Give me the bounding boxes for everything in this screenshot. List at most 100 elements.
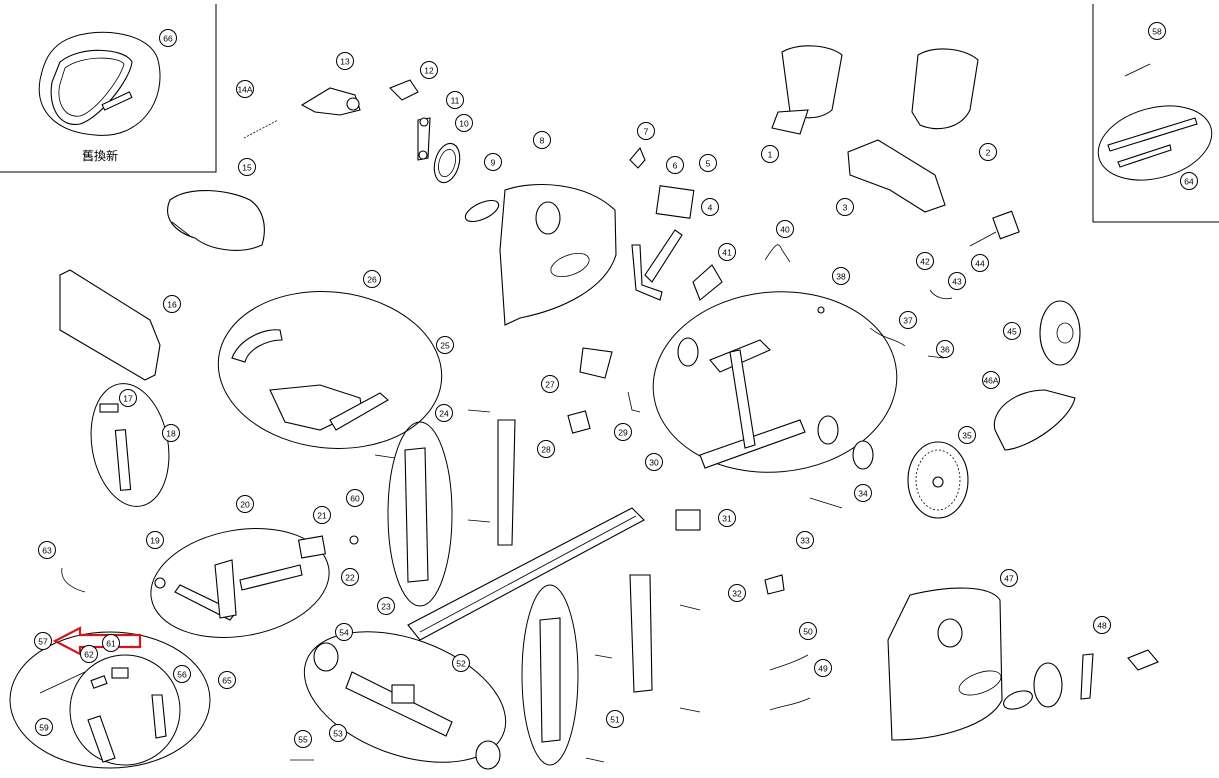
callout-21: 21 <box>313 506 331 524</box>
part-53-tube-group <box>303 631 507 770</box>
callout-label: 22 <box>345 573 355 583</box>
part-60-bolt <box>349 535 359 545</box>
callout-10: 10 <box>455 114 473 132</box>
part-41-cover <box>692 264 723 301</box>
callout-label: 46A <box>983 376 998 386</box>
callout-56: 56 <box>173 665 191 683</box>
callout-label: 32 <box>732 589 742 599</box>
callout-35: 35 <box>958 426 976 444</box>
part-44-sensor <box>969 210 1020 247</box>
callout-6: 6 <box>666 156 684 174</box>
callout-label: 28 <box>541 445 551 455</box>
callout-46a: 46A <box>982 371 1000 389</box>
callout-2: 2 <box>979 143 997 161</box>
callout-1: 1 <box>761 145 779 163</box>
part-8-shroud <box>499 183 617 326</box>
callout-label: 4 <box>708 203 713 213</box>
callout-38: 38 <box>832 267 850 285</box>
part-28-sensor-bracket <box>567 410 591 434</box>
part-66-belt-group <box>38 31 161 136</box>
callout-label: 53 <box>333 729 343 739</box>
callout-41: 41 <box>718 243 736 261</box>
callout-label: 6 <box>673 161 678 171</box>
callout-label: 5 <box>706 159 711 169</box>
callout-13: 13 <box>336 52 354 70</box>
callout-23: 23 <box>377 597 395 615</box>
part-2-console-back <box>911 48 979 130</box>
callout-label: 57 <box>38 637 48 647</box>
part-18-seat-rail-group <box>90 383 170 507</box>
part-4-handlebar-post <box>631 185 695 301</box>
part-32-plate <box>764 574 785 595</box>
callout-49: 49 <box>814 659 832 677</box>
part-63-wire <box>61 567 86 593</box>
callout-61: 61 <box>102 634 120 652</box>
part-31-block <box>675 509 701 531</box>
callout-label: 20 <box>240 500 250 510</box>
callout-label: 61 <box>106 639 116 649</box>
callout-label: 50 <box>803 627 813 637</box>
callout-59: 59 <box>35 718 53 736</box>
callout-9: 9 <box>484 153 502 171</box>
callout-label: 2 <box>986 148 991 158</box>
callout-17: 17 <box>119 389 137 407</box>
part-9-ring <box>464 199 500 223</box>
callout-51: 51 <box>606 710 624 728</box>
part-10-disc <box>433 142 461 184</box>
callout-label: 54 <box>339 628 349 638</box>
callout-label: 24 <box>439 409 449 419</box>
callout-label: 8 <box>540 136 545 146</box>
part-3-console-base <box>847 139 946 213</box>
callout-30: 30 <box>645 453 663 471</box>
part-40-wire <box>764 244 791 263</box>
callout-27: 27 <box>541 375 559 393</box>
callout-18: 18 <box>162 424 180 442</box>
callout-label: 27 <box>545 380 555 390</box>
callout-60: 60 <box>346 489 364 507</box>
callout-42: 42 <box>916 252 934 270</box>
part-47-side-shroud <box>887 587 1003 741</box>
callout-label: 23 <box>381 602 391 612</box>
callout-24: 24 <box>435 404 453 422</box>
part-46a-belt <box>993 389 1076 451</box>
callout-8: 8 <box>533 131 551 149</box>
callout-32: 32 <box>728 584 746 602</box>
callout-47: 47 <box>1000 569 1018 587</box>
callout-57: 57 <box>34 632 52 650</box>
callout-3: 3 <box>836 198 854 216</box>
callout-34: 34 <box>854 484 872 502</box>
callout-48: 48 <box>1093 616 1111 634</box>
callout-26: 26 <box>363 270 381 288</box>
callout-33: 33 <box>796 531 814 549</box>
callout-66: 66 <box>159 29 177 47</box>
callout-label: 1 <box>768 150 773 160</box>
part-12-pedal <box>389 79 419 101</box>
inset-right-frame <box>1092 4 1219 223</box>
callout-65: 65 <box>218 671 236 689</box>
part-13-bracket <box>300 87 361 116</box>
callout-label: 33 <box>800 536 810 546</box>
callout-label: 58 <box>1152 27 1162 37</box>
callout-label: 62 <box>84 650 94 660</box>
part-15-seat <box>167 190 265 251</box>
callout-20: 20 <box>236 495 254 513</box>
callout-62: 62 <box>80 645 98 663</box>
callout-58: 58 <box>1148 22 1166 40</box>
callout-7: 7 <box>637 122 655 140</box>
callout-45: 45 <box>1003 322 1021 340</box>
bolts <box>374 409 701 763</box>
callout-label: 51 <box>610 715 620 725</box>
callout-label: 3 <box>843 203 848 213</box>
part-16-backrest <box>59 269 161 381</box>
highlight-arrow <box>52 626 142 656</box>
callout-16: 16 <box>163 295 181 313</box>
callout-label: 25 <box>440 341 450 351</box>
part-34-wheel <box>852 440 874 470</box>
part-35-pulley <box>907 441 969 519</box>
callout-label: 9 <box>491 158 496 168</box>
callout-63: 63 <box>38 541 56 559</box>
callout-label: 17 <box>123 394 133 404</box>
callout-label: 60 <box>350 494 360 504</box>
